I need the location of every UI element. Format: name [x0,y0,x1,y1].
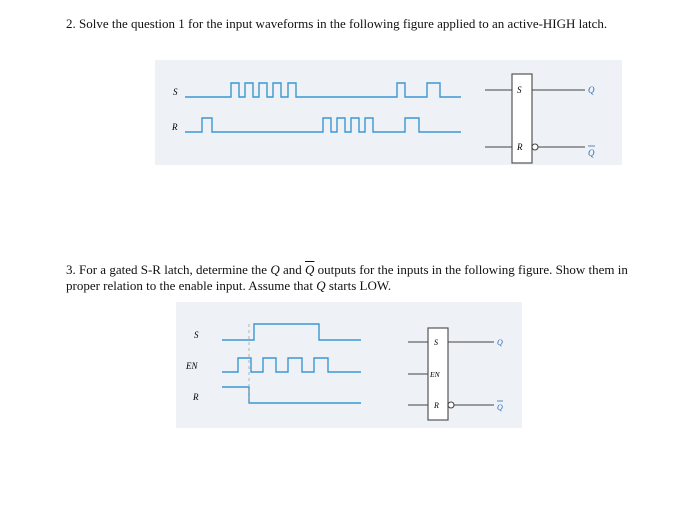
latch-pin-r: R [516,142,523,152]
question-3-number: 3. [66,262,76,277]
input-label-en: EN [185,361,198,371]
question-2-number: 2. [66,16,76,31]
question-3-text-a: For a gated S-R latch, determine the [79,262,271,277]
latch-block [511,73,533,164]
question-3-text-b: outputs for the inputs in the following … [66,262,628,293]
question-3-q-symbol-2: Q [316,278,326,293]
question-3-figure: S EN R S EN R Q Q [176,302,522,428]
waveform-r [185,117,461,133]
latch-pin-en: EN [429,370,441,379]
latch-pin-s: S [434,338,438,347]
waveform-s [185,82,461,98]
input-label-r: R [171,122,178,132]
input-label-s: S [194,330,199,340]
input-label-r: R [192,392,199,402]
latch-pin-s: S [517,85,522,95]
question-3-text: 3. For a gated S-R latch, determine the … [66,262,656,294]
question-2-body: Solve the question 1 for the input wavef… [79,16,608,31]
waveform-en [222,357,361,373]
output-label-q: Q [497,338,503,347]
waveform-r [222,386,361,404]
latch-pin-r: R [433,401,439,410]
output-label-qbar: Q [588,148,595,158]
inversion-bubble [447,401,455,409]
output-label-qbar: Q [497,403,503,412]
question-2-text: 2. Solve the question 1 for the input wa… [66,16,656,32]
question-3-text-end: starts LOW. [325,278,392,293]
waveform-s [222,323,361,341]
question-3-q-symbol: Q [270,262,280,277]
inversion-bubble [531,143,539,151]
question-3-and: and [279,262,306,277]
input-label-s: S [173,87,178,97]
output-label-q: Q [588,85,595,95]
question-3-qbar-symbol: Q [305,262,315,277]
question-2-figure: S R S R Q Q [155,60,622,165]
